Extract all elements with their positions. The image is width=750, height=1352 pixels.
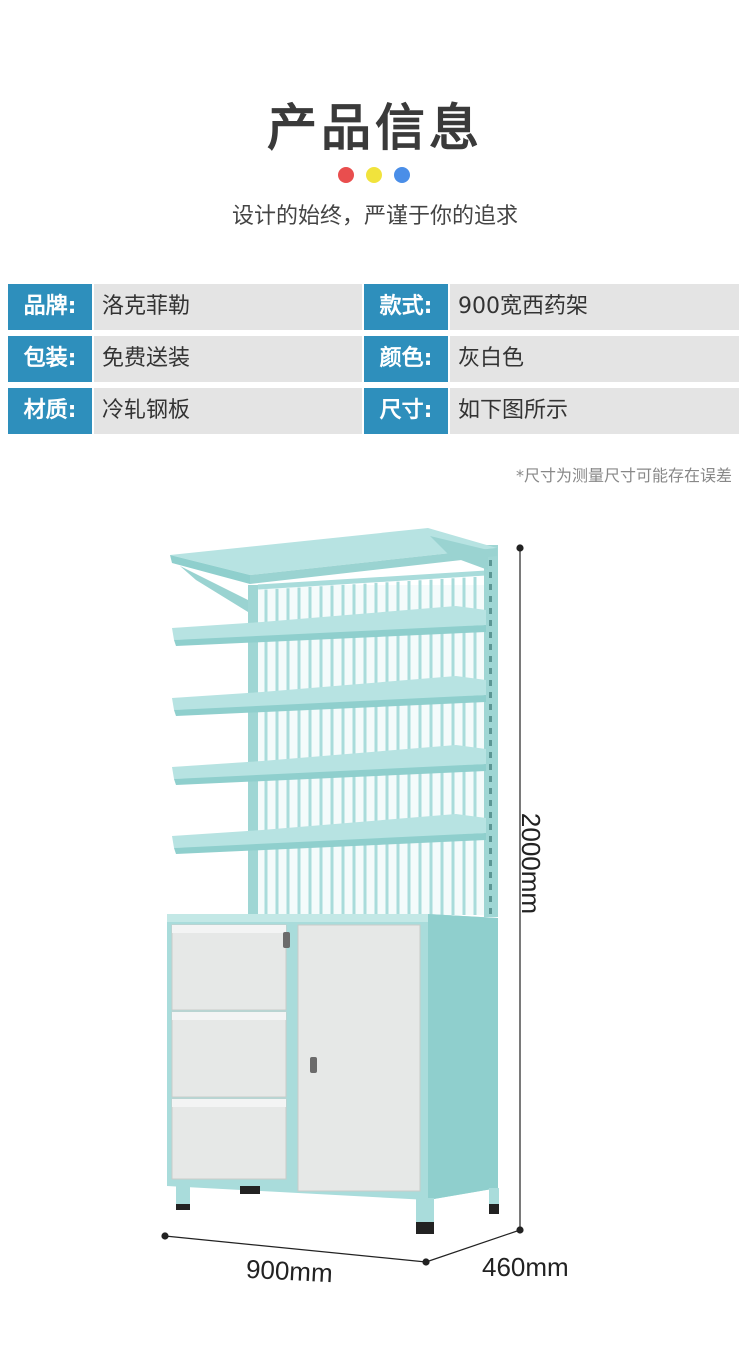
drawer xyxy=(171,1011,287,1098)
upright-slot xyxy=(489,836,492,842)
upright-slot xyxy=(489,632,492,638)
page-title: 产品信息 xyxy=(267,99,483,157)
upright-slot xyxy=(489,692,492,698)
blue-dot xyxy=(394,167,410,183)
shelf xyxy=(172,676,486,716)
upright-slot xyxy=(489,728,492,734)
upright-slot xyxy=(489,680,492,686)
measurement-note: *尺寸为测量尺寸可能存在误差 xyxy=(515,466,732,485)
upright-slot xyxy=(489,812,492,818)
upright-slot xyxy=(489,764,492,770)
spec-value: 900宽西药架 xyxy=(450,284,739,330)
top-canopy xyxy=(170,528,497,612)
subtitle: 设计的始终，严谨于你的追求 xyxy=(231,204,518,229)
upright-slot xyxy=(489,608,492,614)
spec-label: 品牌: xyxy=(8,284,92,330)
upright-slot xyxy=(489,656,492,662)
upright-slot xyxy=(489,668,492,674)
upright-slot xyxy=(489,572,492,578)
depth-dimension-label: 460mm xyxy=(482,1252,569,1282)
leg xyxy=(240,1186,260,1194)
upright-slot xyxy=(489,752,492,758)
upright-slot xyxy=(489,644,492,650)
upright-slot xyxy=(489,908,492,914)
upright-slot xyxy=(489,584,492,590)
spec-value: 如下图所示 xyxy=(450,388,739,434)
drawer xyxy=(171,1098,287,1180)
upright-slot xyxy=(489,896,492,902)
spec-value: 洛克菲勒 xyxy=(94,284,362,330)
spec-label: 颜色: xyxy=(364,336,448,382)
upright-slot xyxy=(489,560,492,566)
spec-label: 材质: xyxy=(8,388,92,434)
shelf xyxy=(172,606,486,646)
upright-slot xyxy=(489,620,492,626)
left-upright xyxy=(248,585,258,915)
upright-slot xyxy=(489,872,492,878)
drawer xyxy=(171,924,287,1011)
upright-slot xyxy=(489,716,492,722)
lock-icon xyxy=(283,932,290,948)
width-dimension-label: 900mm xyxy=(245,1253,334,1289)
spec-label: 款式: xyxy=(364,284,448,330)
upright-slot xyxy=(489,860,492,866)
upright-slot xyxy=(489,740,492,746)
height-dimension-label: 2000mm xyxy=(516,812,547,915)
leg xyxy=(489,1188,499,1204)
upright-slot xyxy=(489,884,492,890)
shelf xyxy=(172,814,486,854)
yellow-dot xyxy=(366,167,382,183)
cabinet-door xyxy=(297,924,421,1192)
upright-slot xyxy=(489,776,492,782)
lock-icon xyxy=(310,1057,317,1073)
upright-slot xyxy=(489,596,492,602)
dimension-lines xyxy=(161,544,524,1266)
spec-row: 品牌: 洛克菲勒 款式: 900宽西药架 xyxy=(8,284,739,330)
upright-slot xyxy=(489,800,492,806)
upright-slot xyxy=(489,824,492,830)
upright-slot xyxy=(489,788,492,794)
leg xyxy=(416,1198,434,1222)
decorative-dots xyxy=(338,167,414,185)
spec-label: 包装: xyxy=(8,336,92,382)
spec-row: 包装: 免费送装 颜色: 灰白色 xyxy=(8,336,739,382)
spec-value: 灰白色 xyxy=(450,336,739,382)
spec-value: 冷轧钢板 xyxy=(94,388,362,434)
spec-value: 免费送装 xyxy=(94,336,362,382)
leg xyxy=(176,1186,190,1206)
shelf xyxy=(172,745,486,785)
upright-slot xyxy=(489,704,492,710)
lower-cabinet xyxy=(167,914,498,1200)
upright-slot xyxy=(489,848,492,854)
spec-row: 材质: 冷轧钢板 尺寸: 如下图所示 xyxy=(8,388,739,434)
spec-label: 尺寸: xyxy=(364,388,448,434)
red-dot xyxy=(338,167,354,183)
